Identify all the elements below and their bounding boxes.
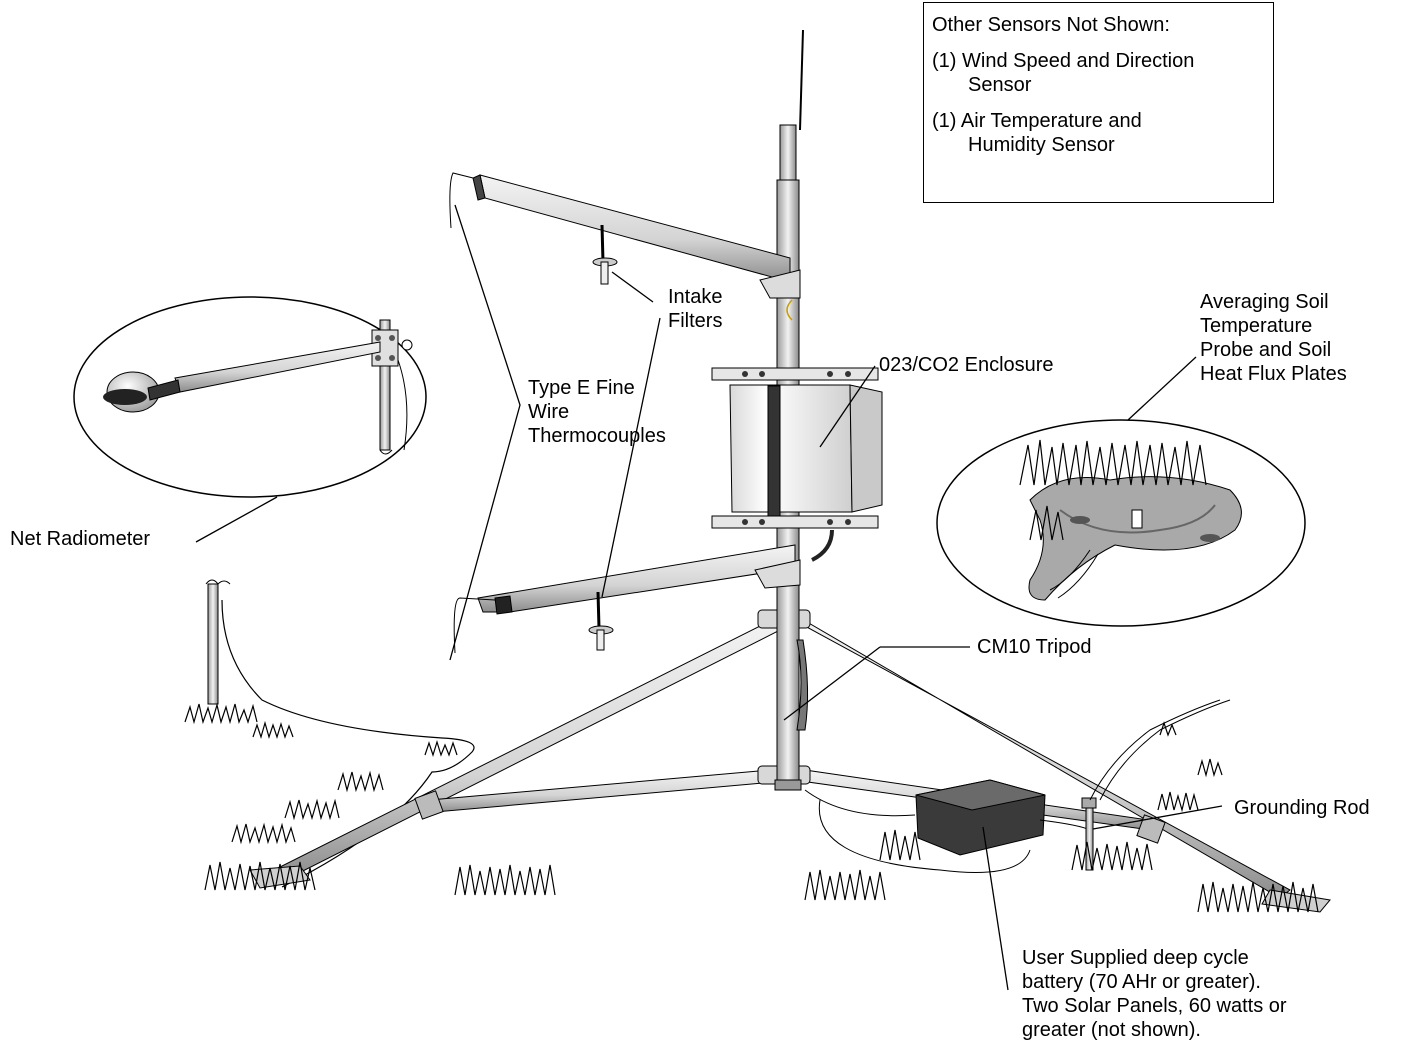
- lower-crossarm: [453, 544, 801, 654]
- battery-label: User Supplied deep cycle battery (70 AHr…: [1022, 947, 1287, 1041]
- other-sensors-legend: Other Sensors Not Shown: (1) Wind Speed …: [923, 2, 1274, 203]
- soil-leader: [1127, 356, 1197, 421]
- soil-probe-inset: [936, 419, 1306, 627]
- grounding-rod: [1081, 699, 1231, 871]
- enclosure: [711, 367, 883, 562]
- battery-box: [804, 779, 1091, 873]
- soil-probe-label: Averaging Soil Temperature Probe and Soi…: [1200, 291, 1347, 385]
- leader-lines: [195, 204, 1223, 991]
- legend-item-wind: (1) Wind Speed and Direction Sensor: [932, 49, 1273, 97]
- grounding-leader: [1092, 805, 1223, 830]
- grounding-rod-label: Grounding Rod: [1234, 797, 1370, 819]
- upper-crossarm: [449, 172, 801, 299]
- intake-leader-upper: [611, 271, 654, 303]
- intake-filters-label: Intake Filters: [668, 286, 723, 332]
- legend-item-number: (1): [932, 110, 957, 132]
- thermocouple-bracket: [449, 204, 521, 661]
- net-radiometer-label: Net Radiometer: [10, 528, 151, 550]
- legend-title: Other Sensors Not Shown:: [932, 14, 1170, 36]
- battery-leader: [982, 826, 1009, 991]
- cm10-tripod-label: CM10 Tripod: [977, 636, 1092, 658]
- grass-tufts: [184, 702, 1319, 913]
- legend-item-text: Wind Speed and Direction: [962, 50, 1195, 72]
- enclosure-leader: [819, 365, 876, 448]
- enclosure-label: 023/CO2 Enclosure: [879, 354, 1054, 376]
- legend-item-text: Air Temperature and: [960, 110, 1142, 132]
- thermocouples-label: Type E Fine Wire Thermocouples: [528, 377, 666, 447]
- tripod-leader: [783, 646, 881, 721]
- legend-item-number: (1): [932, 50, 957, 72]
- radiometer-leader: [195, 496, 278, 543]
- net-radiometer-inset: [73, 296, 427, 498]
- intake-leader-lower: [601, 317, 661, 598]
- legend-item-air-temp: (1) Air Temperature and Humidity Sensor: [932, 109, 1273, 157]
- legend-item-text: Sensor: [968, 74, 1032, 96]
- legend-item-text: Humidity Sensor: [968, 134, 1115, 156]
